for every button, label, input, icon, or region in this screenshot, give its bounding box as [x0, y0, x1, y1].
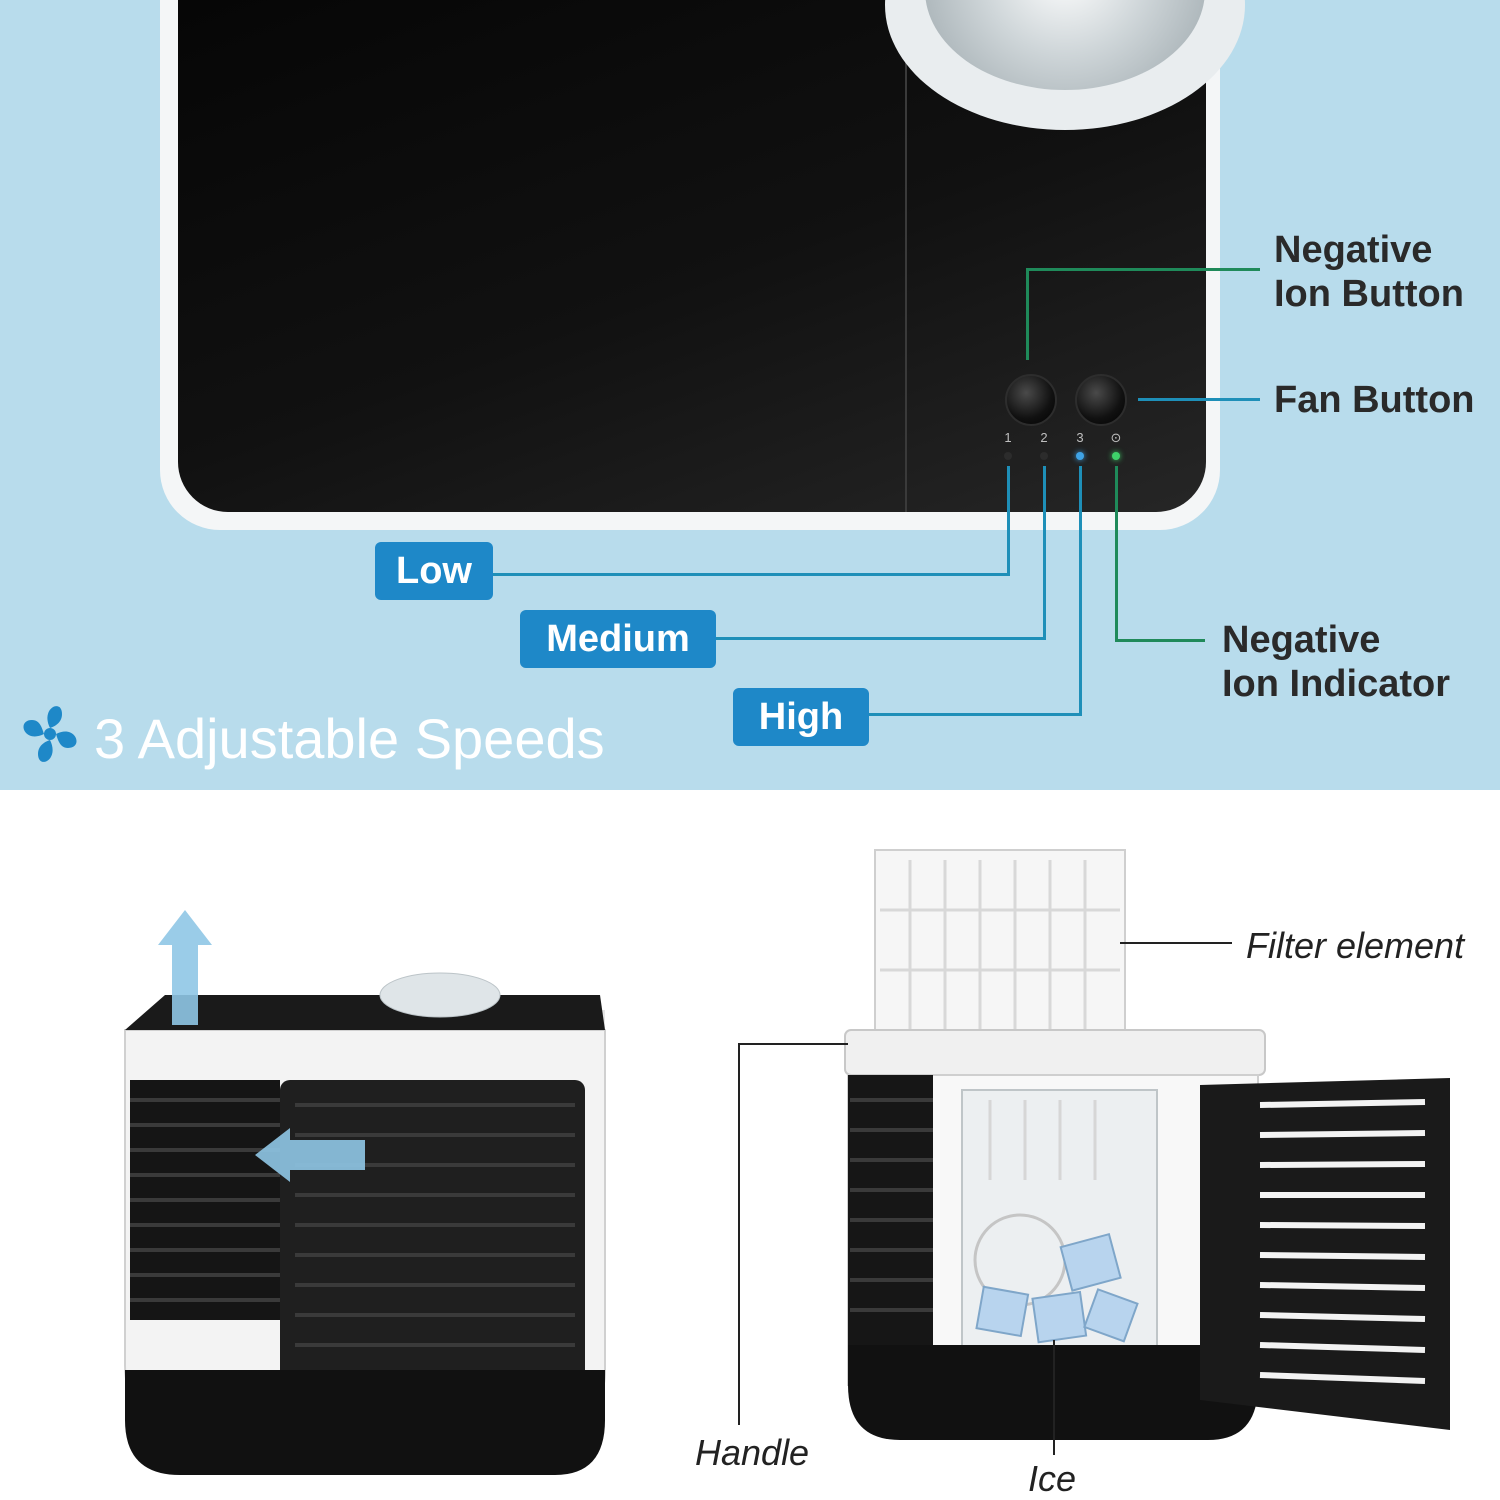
- high-leader-vertical: [1079, 466, 1082, 716]
- high-leader-horizontal: [868, 713, 1082, 716]
- handle-leader-horizontal: [738, 1043, 848, 1045]
- assembled-cooler-illustration: [124, 910, 606, 1475]
- filter-element-leader: [1120, 942, 1232, 944]
- speed-badge-medium: Medium: [520, 610, 716, 668]
- handle-leader-vertical: [738, 1043, 740, 1425]
- fan-icon: [23, 706, 77, 762]
- speed-number-1: 1: [1004, 430, 1012, 445]
- filter-element-label: Filter element: [1246, 925, 1465, 966]
- ion-indicator-leader-vertical: [1115, 466, 1118, 642]
- negative-ion-indicator-label-line2: Ion Indicator: [1222, 663, 1450, 705]
- ion-button-leader-vertical: [1026, 268, 1029, 360]
- led-medium: [1040, 452, 1048, 460]
- adjustable-speeds-title: 3 Adjustable Speeds: [94, 707, 605, 770]
- speed-number-3: 3: [1076, 430, 1084, 445]
- medium-leader-vertical: [1043, 466, 1046, 640]
- speed-badge-low: Low: [375, 542, 493, 600]
- low-leader-vertical: [1007, 466, 1010, 576]
- fan-button[interactable]: [1075, 374, 1127, 426]
- handle-label: Handle: [695, 1432, 810, 1473]
- speed-badge-high: High: [733, 688, 869, 746]
- ion-button-leader-horizontal: [1026, 268, 1260, 271]
- negative-ion-indicator-label: Negative Ion Indicator: [1222, 618, 1450, 706]
- open-cooler-illustration: [844, 849, 1450, 1440]
- ice-leader: [1053, 1340, 1055, 1455]
- ion-symbol: ⊙: [1110, 430, 1122, 445]
- led-high: [1076, 452, 1084, 460]
- ion-indicator-leader-horizontal: [1115, 639, 1205, 642]
- negative-ion-button-label: Negative Ion Button: [1274, 228, 1464, 316]
- negative-ion-button-label-line2: Ion Button: [1274, 273, 1464, 315]
- fan-button-label: Fan Button: [1274, 379, 1475, 421]
- medium-leader-horizontal: [715, 637, 1046, 640]
- low-leader-horizontal: [492, 573, 1010, 576]
- negative-ion-button[interactable]: [1005, 374, 1057, 426]
- speed-number-2: 2: [1040, 430, 1048, 445]
- ice-label: Ice: [1028, 1458, 1077, 1499]
- device-panel-seam: [905, 60, 907, 512]
- fan-button-leader: [1138, 398, 1260, 401]
- negative-ion-indicator-label-line1: Negative: [1222, 619, 1381, 661]
- led-low: [1004, 452, 1012, 460]
- led-negative-ion: [1112, 452, 1120, 460]
- negative-ion-button-label-line1: Negative: [1274, 229, 1433, 271]
